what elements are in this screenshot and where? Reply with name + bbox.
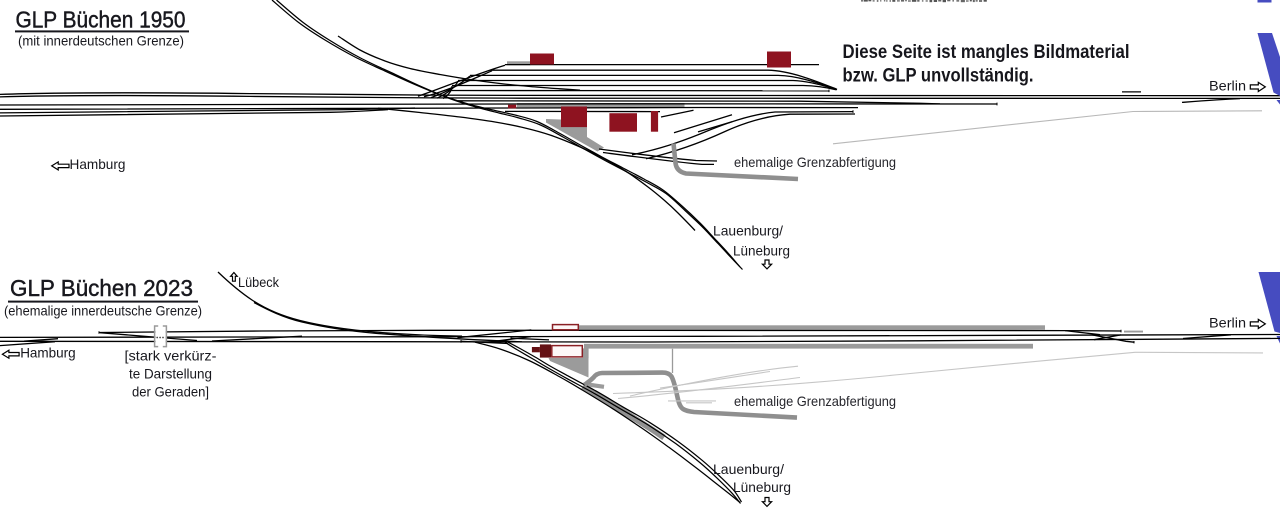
svg-text:Diese Seite ist mangles Bildma: Diese Seite ist mangles Bildmaterial [843, 41, 1130, 63]
svg-text:(ehemalige innerdeutsche Grenz: (ehemalige innerdeutsche Grenze) [4, 303, 202, 318]
svg-text:(mit innerdeutschen Grenze): (mit innerdeutschen Grenze) [18, 34, 184, 49]
svg-text:Lauenburg/: Lauenburg/ [713, 223, 783, 239]
svg-text:GLP Büchen 1950: GLP Büchen 1950 [16, 7, 186, 33]
svg-text:der Geraden]: der Geraden] [132, 383, 209, 399]
svg-text:ehemalige Grenzabfertigung: ehemalige Grenzabfertigung [734, 154, 896, 170]
svg-text:Berlin: Berlin [1209, 315, 1246, 331]
svg-text:ehemalige Grenzabfertigung: ehemalige Grenzabfertigung [734, 393, 896, 409]
svg-text:Lüneburg: Lüneburg [733, 479, 791, 495]
svg-text:te Darstellung: te Darstellung [129, 365, 212, 381]
svg-text:[stark verkürz-: [stark verkürz- [125, 347, 217, 363]
svg-text:Lauenburg/: Lauenburg/ [713, 461, 784, 477]
svg-text:Berlin: Berlin [1209, 78, 1246, 94]
svg-text:GLP Büchen 2023: GLP Büchen 2023 [10, 275, 193, 301]
svg-text:Hamburg: Hamburg [20, 345, 75, 361]
svg-text:bzw. GLP unvollständig.: bzw. GLP unvollständig. [843, 65, 1034, 87]
svg-text:Lüneburg: Lüneburg [733, 243, 790, 259]
svg-text:Lübeck: Lübeck [238, 274, 280, 290]
svg-text:Hamburg: Hamburg [70, 156, 126, 172]
